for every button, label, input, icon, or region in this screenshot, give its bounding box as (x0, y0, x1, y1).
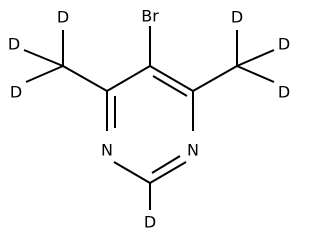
bond-n3-c2 (113, 161, 151, 184)
bond-c4-ch3-left (62, 65, 108, 92)
atom-n-left: N (101, 141, 113, 160)
atom-labels: Br N N D D D D D D D (8, 7, 290, 232)
atom-d-left-low: D (10, 83, 22, 102)
atom-d-left-top: D (57, 8, 69, 27)
substituent-bonds (23, 26, 275, 210)
bond-left-methyl-d-mid (23, 49, 64, 67)
bond-right-methyl-d-low (236, 65, 275, 83)
pyrimidine-ring (106, 65, 194, 184)
bond-c5-c6-inner (152, 75, 188, 97)
bond-c5-c4 (106, 65, 151, 92)
bond-c6-ch3-right (192, 65, 238, 92)
molecule-structure: Br N N D D D D D D D (8, 7, 290, 232)
atom-d-right-low: D (278, 83, 290, 102)
atom-d-right-mid: D (278, 35, 290, 54)
bond-n1-c2-inner (151, 155, 181, 174)
atom-d-right-top: D (231, 8, 243, 27)
atom-d-c2: D (144, 213, 156, 232)
bond-right-methyl-d-mid (236, 49, 275, 67)
atom-br: Br (141, 7, 159, 26)
atom-n-right: N (187, 141, 199, 160)
bond-n1-c2 (149, 161, 187, 184)
atom-d-left-mid: D (8, 35, 20, 54)
bond-left-methyl-d-low (25, 65, 64, 83)
bond-c5-c6 (149, 65, 194, 92)
